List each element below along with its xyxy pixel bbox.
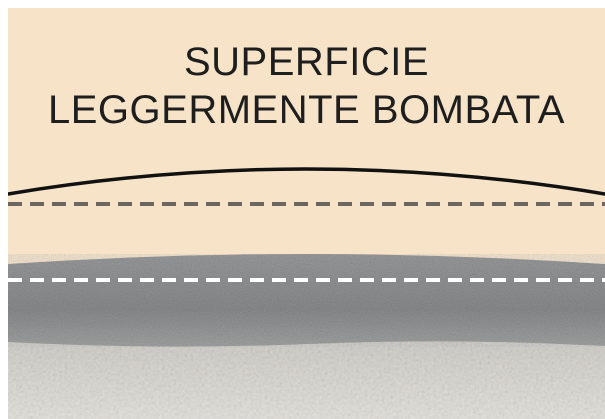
diagram-panel: SUPERFICIE LEGGERMENTE BOMBATA bbox=[8, 8, 605, 419]
title-line-1: SUPERFICIE bbox=[183, 40, 430, 84]
title-line-2: LEGGERMENTE BOMBATA bbox=[48, 88, 565, 132]
subgrade-layer bbox=[8, 333, 605, 419]
crown-curve-line bbox=[8, 167, 605, 196]
cross-section-illustration bbox=[8, 167, 605, 419]
diagram-title: SUPERFICIE LEGGERMENTE BOMBATA bbox=[8, 38, 605, 134]
gravel-layer bbox=[8, 254, 605, 347]
